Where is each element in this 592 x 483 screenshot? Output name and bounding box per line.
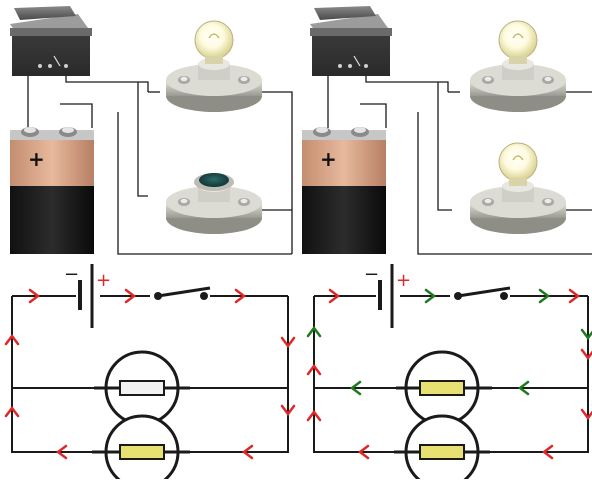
light-bulb-icon xyxy=(194,20,234,65)
light-bulb-icon xyxy=(194,173,234,191)
right-schematic: − + xyxy=(306,264,592,483)
resistor-lamp-symbol xyxy=(92,414,190,483)
lamp-socket-icon xyxy=(166,20,262,112)
resistor-lamp-symbol xyxy=(94,350,190,426)
current-arrows-green xyxy=(306,288,592,396)
switch-symbol xyxy=(454,286,511,300)
current-arrows-red xyxy=(306,288,592,460)
right-pictorial: + xyxy=(302,5,592,255)
light-bulb-icon xyxy=(498,20,538,65)
switch-symbol xyxy=(154,286,211,300)
battery-icon: + xyxy=(302,127,386,254)
lamp-socket-icon xyxy=(470,142,566,234)
lamp-socket-icon xyxy=(166,173,262,234)
schematic-minus-label: − xyxy=(64,264,79,285)
battery-plus-label: + xyxy=(320,147,337,171)
battery-icon: + xyxy=(10,127,94,254)
light-bulb-icon xyxy=(498,142,538,187)
resistor-lamp-symbol xyxy=(396,350,492,426)
lamp-socket-icon xyxy=(470,20,566,112)
schematic-plus-label: + xyxy=(396,270,411,291)
resistor-lamp-symbol xyxy=(394,414,490,483)
current-arrows xyxy=(4,288,296,460)
left-schematic: − + xyxy=(4,264,296,483)
rocker-switch-icon xyxy=(9,5,93,77)
battery-plus-label: + xyxy=(28,147,45,171)
left-pictorial: + xyxy=(9,5,293,255)
rocker-switch-icon xyxy=(309,5,393,77)
schematic-plus-label: + xyxy=(96,270,111,291)
schematic-minus-label: − xyxy=(364,264,379,285)
